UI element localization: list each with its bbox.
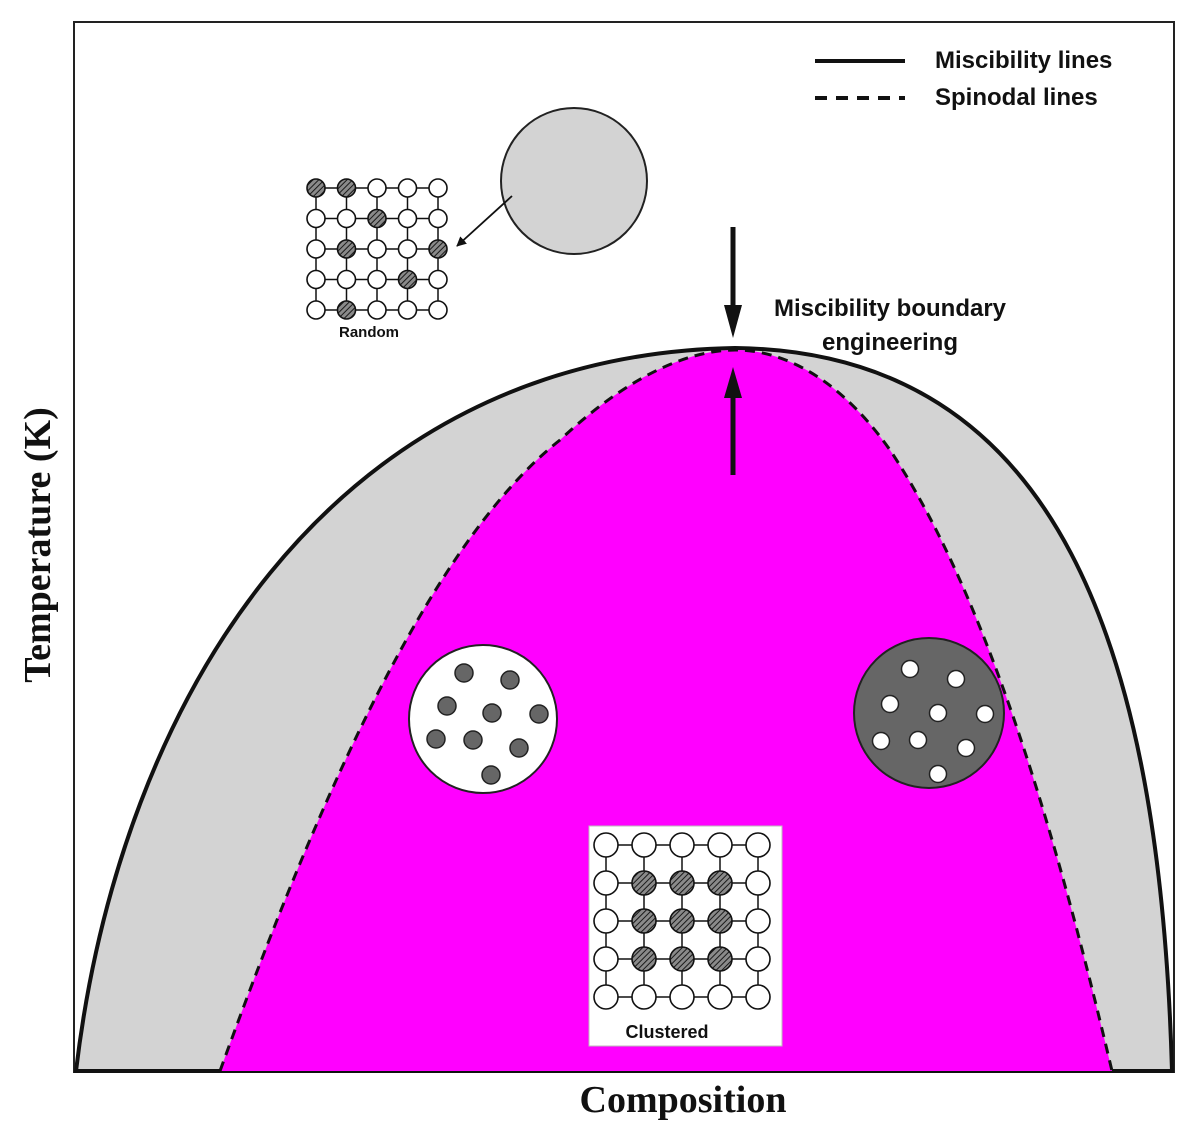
legend-miscibility-label: Miscibility lines [935,47,1112,74]
dark-particles [426,663,549,785]
clustered-lattice-solute-atom [669,908,695,934]
clustered-lattice-solute-atom [631,946,657,972]
clustered-lattice-solvent-atom [593,946,619,972]
random-lattice-solute-atom [336,300,357,320]
clustered-lattice-solvent-atom [745,908,771,934]
y-axis-label: Temperature (K) [17,407,59,682]
random-label: Random [339,324,399,341]
clustered-lattice-solvent-atom [631,832,657,858]
clustered-lattice-solvent-atom [593,870,619,896]
clustered-lattice-solvent-atom [669,984,695,1010]
random-lattice-solvent-atom [306,208,326,229]
clustered-lattice-solute-atom [669,946,695,972]
annotation-line2: engineering [822,329,958,356]
random-lattice-solvent-atom [397,208,418,229]
random-lattice-solvent-atom [367,239,387,259]
down-arrow-icon [724,227,742,338]
clustered-lattice-solute-atom [669,870,695,896]
clustered-lattice-solvent-atom [745,832,771,858]
clustered-lattice-solute-atom [707,870,733,896]
x-axis-label: Composition [580,1079,787,1121]
random-lattice-solvent-atom [306,300,326,320]
spinodal-region [220,350,1112,1071]
clustered-lattice-solvent-atom [745,946,771,972]
clustered-lattice-solvent-atom [593,984,619,1010]
pointer-arrow-icon [456,195,513,247]
clustered-lattice-solvent-atom [707,984,733,1010]
random-lattice-solvent-atom [336,269,357,290]
clustered-label: Clustered [625,1022,708,1042]
clustered-lattice-solvent-atom [669,832,695,858]
random-lattice-solvent-atom [428,208,448,229]
random-lattice-solute-atom [336,178,357,198]
clustered-lattice-solute-atom [631,908,657,934]
annotation-line1: Miscibility boundary [774,295,1007,322]
legend: Miscibility lines Spinodal lines [815,47,1112,111]
spinodal-line [218,348,1114,1072]
random-lattice-solute-atom [367,208,387,229]
random-lattice-solvent-atom [306,269,326,290]
random-lattice-solvent-atom [336,208,357,229]
random-lattice-solvent-atom [397,300,418,320]
random-lattice-solvent-atom [367,178,387,198]
random-lattice-solvent-atom [397,178,418,198]
clustered-lattice-solvent-atom [745,870,771,896]
legend-spinodal-label: Spinodal lines [935,84,1098,111]
light-particles [871,659,995,784]
clustered-lattice-solvent-atom [707,832,733,858]
random-lattice-solvent-atom [428,178,448,198]
random-lattice-solvent-atom [428,269,448,290]
clustered-lattice-solvent-atom [631,984,657,1010]
random-lattice-solvent-atom [397,239,418,259]
clustered-lattice-solvent-atom [745,984,771,1010]
clustered-lattice-solvent-atom [593,908,619,934]
clustered-lattice [593,832,771,1010]
random-lattice-solute-atom [336,239,357,259]
random-lattice-solute-atom [397,269,418,290]
clustered-lattice-solute-atom [707,908,733,934]
random-lattice-solvent-atom [367,269,387,290]
random-lattice-solvent-atom [306,239,326,259]
random-lattice-solvent-atom [428,300,448,320]
random-lattice-solute-atom [306,178,326,198]
random-lattice [306,178,448,320]
clustered-lattice-solvent-atom [593,832,619,858]
up-arrow-icon [724,367,742,475]
clustered-lattice-box [588,825,783,1047]
clustered-lattice-solute-atom [707,946,733,972]
random-lattice-solvent-atom [367,300,387,320]
random-lattice-solute-atom [428,239,448,259]
random-phase-circle [500,107,648,255]
clustered-lattice-solute-atom [631,870,657,896]
